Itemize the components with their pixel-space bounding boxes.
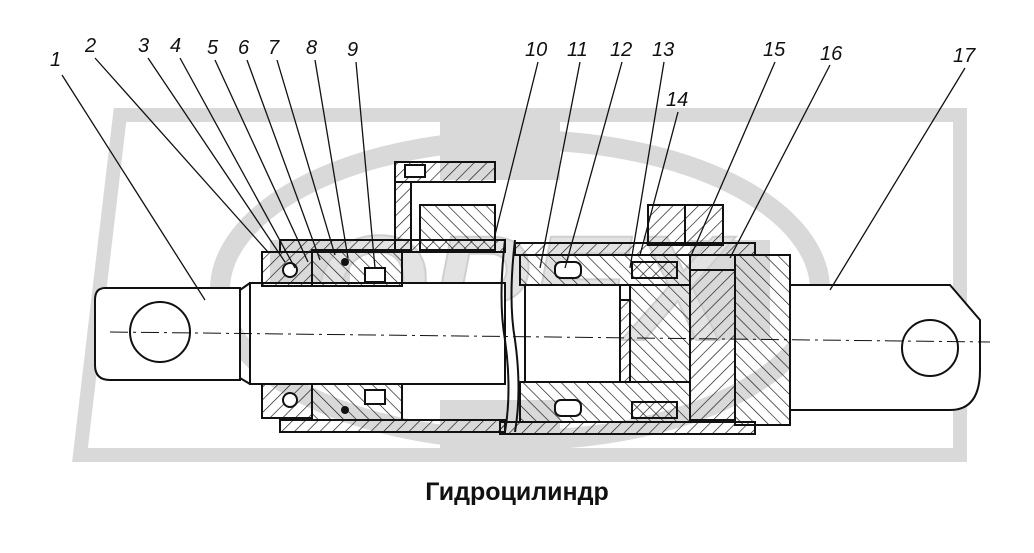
callout-7: 7 [268,37,280,59]
callout-14: 14 [666,89,688,111]
rear-eye [789,284,981,411]
leader-lines [61,57,966,301]
callout-11: 11 [567,39,588,61]
callout-9: 9 [347,39,358,61]
callout-4: 4 [170,35,181,57]
rear-port [647,204,724,246]
drawing-caption: Гидроцилиндр [425,478,609,506]
callout-16: 16 [820,43,843,65]
callout-labels: 1 2 3 4 5 6 7 8 9 10 11 12 13 14 15 16 1… [50,35,976,111]
callout-5: 5 [207,37,219,59]
callout-3: 3 [138,35,149,57]
callout-6: 6 [238,37,250,59]
rear-end-cap [689,254,791,426]
callout-13: 13 [652,39,674,61]
front-gland [261,249,403,421]
callout-17: 17 [953,45,976,67]
left-rod [94,282,506,385]
piston [519,254,691,423]
callout-2: 2 [84,35,96,57]
callout-8: 8 [306,37,317,59]
callout-1: 1 [50,49,61,71]
port-flange [394,161,496,251]
callout-15: 15 [763,39,786,61]
callout-12: 12 [610,39,632,61]
callout-10: 10 [525,39,547,61]
